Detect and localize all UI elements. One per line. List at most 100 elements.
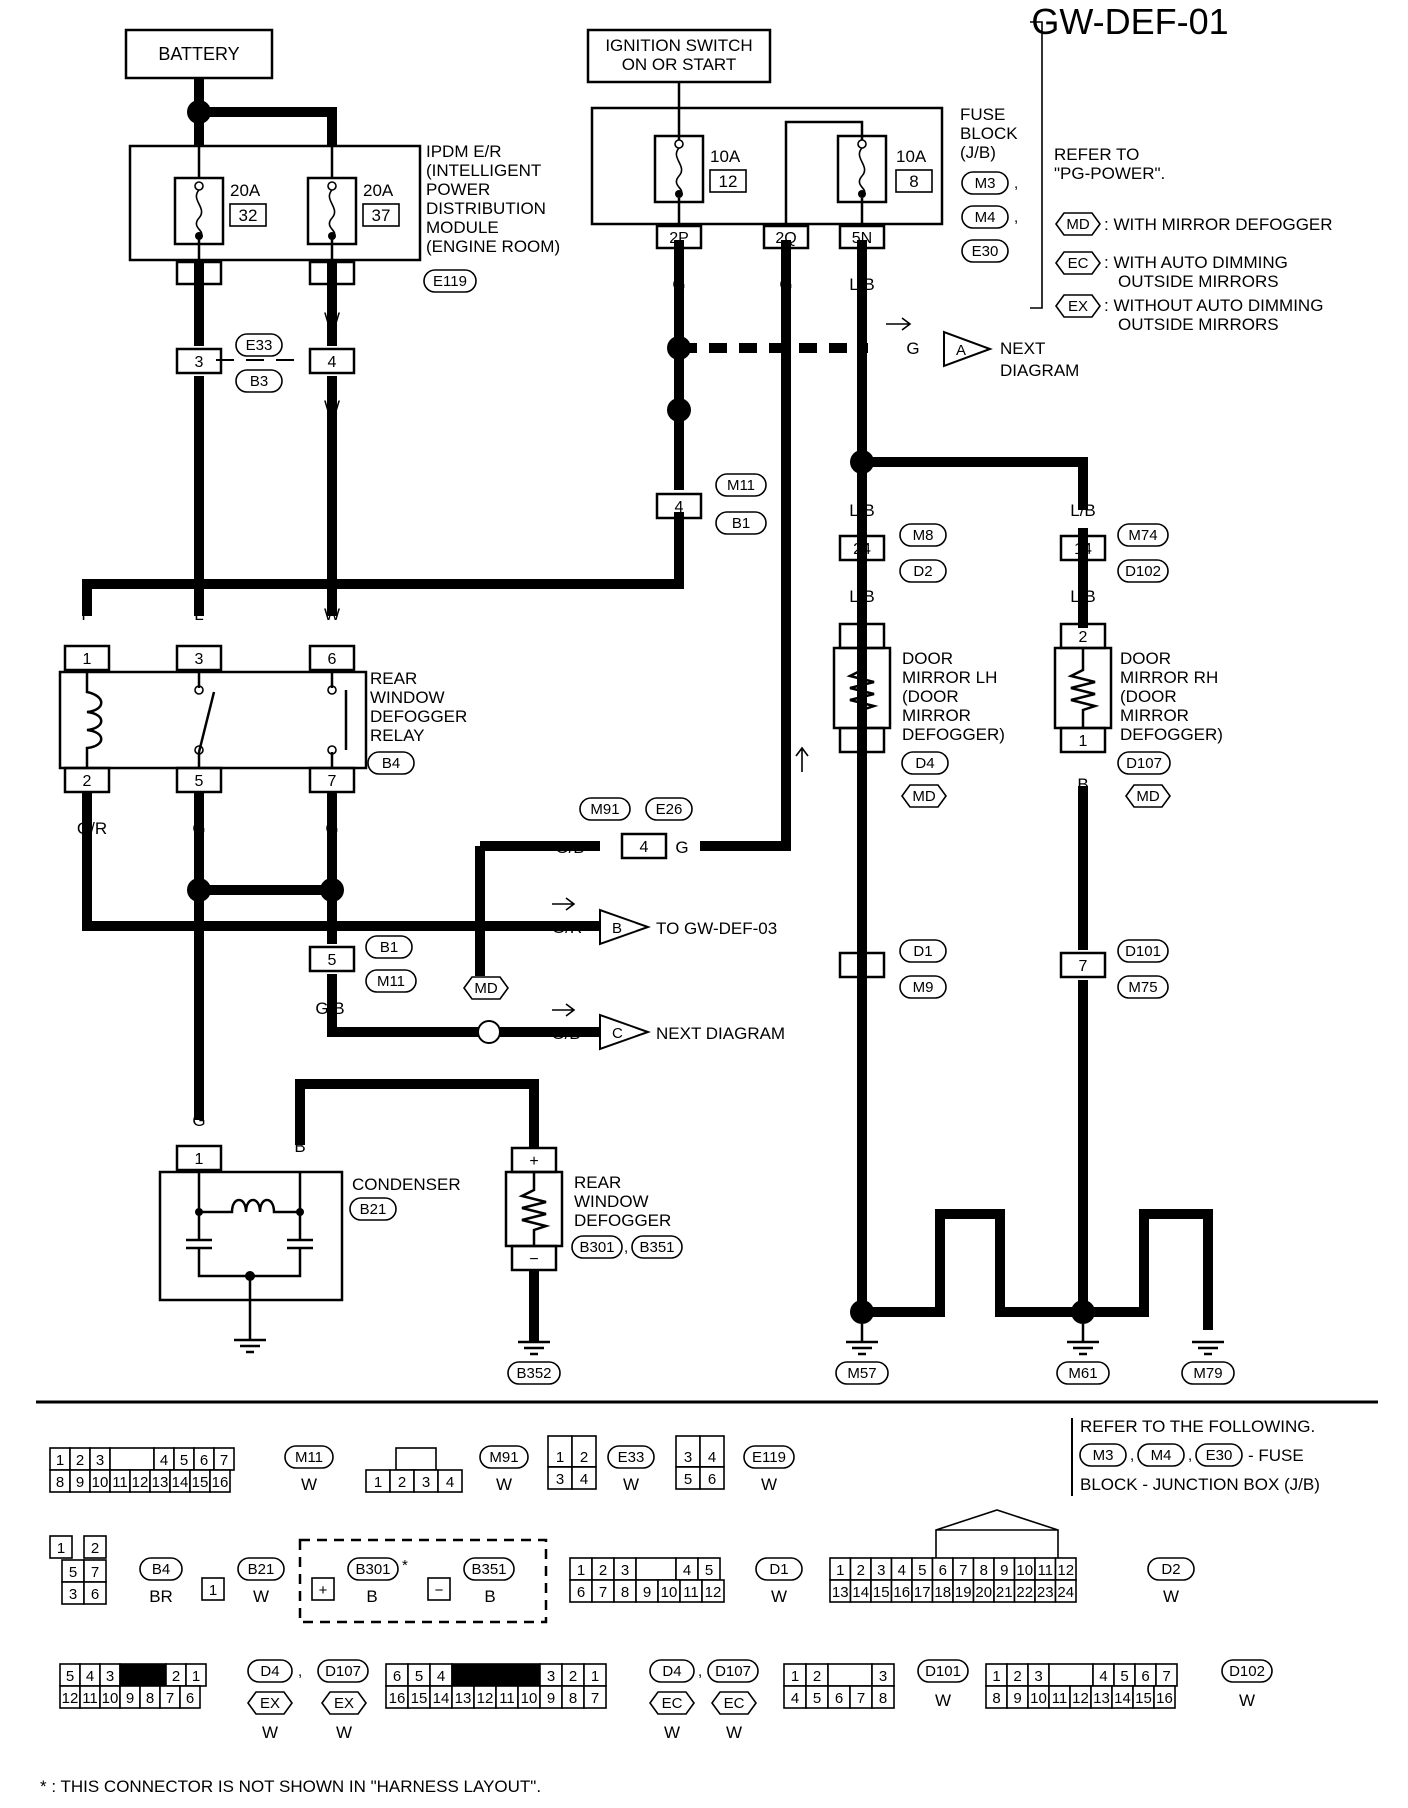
svg-text:11: 11	[499, 1690, 515, 1707]
svg-text:1: 1	[1079, 733, 1088, 750]
svg-text:6: 6	[577, 1584, 585, 1601]
svg-text:2: 2	[599, 1562, 607, 1579]
svg-text:2: 2	[83, 773, 92, 790]
svg-text:B301: B301	[579, 1239, 614, 1256]
svg-text:W: W	[301, 1475, 317, 1494]
svg-text:2: 2	[580, 1449, 588, 1466]
svg-text:D101: D101	[1125, 943, 1161, 960]
svg-text:4: 4	[160, 1452, 168, 1469]
svg-text:5: 5	[813, 1690, 821, 1707]
svg-text:MD: MD	[1066, 216, 1089, 233]
svg-text:−: −	[529, 1251, 538, 1268]
svg-text:MIRROR RH: MIRROR RH	[1120, 668, 1218, 687]
svg-text:CONDENSER: CONDENSER	[352, 1175, 461, 1194]
svg-text:M74: M74	[1128, 527, 1157, 544]
svg-text:20A: 20A	[230, 181, 261, 200]
svg-text:DOOR: DOOR	[902, 649, 953, 668]
refer-line-2: "PG-POWER".	[1054, 164, 1165, 183]
svg-text:MODULE: MODULE	[426, 218, 499, 237]
offpage-b: B TO GW-DEF-03	[552, 897, 777, 946]
battery-label: BATTERY	[158, 44, 239, 64]
svg-text:8: 8	[146, 1690, 154, 1707]
svg-text:B: B	[484, 1587, 495, 1606]
svg-text:4: 4	[791, 1690, 799, 1707]
svg-text:5: 5	[328, 952, 337, 969]
svg-text:MD: MD	[474, 980, 497, 997]
svg-text:6: 6	[195, 266, 204, 283]
svg-text:D102: D102	[1125, 563, 1161, 580]
svg-text:10A: 10A	[896, 147, 927, 166]
svg-text:2: 2	[1079, 629, 1088, 646]
svg-text:13: 13	[152, 1474, 169, 1491]
svg-text:D4: D4	[915, 755, 934, 772]
svg-text:7: 7	[599, 1584, 607, 1601]
svg-text:EC: EC	[724, 1695, 745, 1712]
svg-text:B: B	[1077, 1001, 1088, 1020]
svg-text:REAR: REAR	[370, 669, 417, 688]
svg-text:B: B	[366, 1587, 377, 1606]
svg-text:12: 12	[1057, 1562, 1074, 1579]
svg-text:B: B	[856, 1255, 867, 1274]
svg-text:2Q: 2Q	[775, 230, 796, 247]
svg-text:1: 1	[209, 1582, 217, 1599]
svg-text:7: 7	[1079, 958, 1088, 975]
svg-text:B: B	[294, 1137, 305, 1156]
svg-text:MIRROR: MIRROR	[1120, 706, 1189, 725]
svg-text:W: W	[324, 605, 340, 624]
svg-text:M11: M11	[727, 477, 755, 494]
svg-text:18: 18	[934, 1584, 951, 1601]
svg-text:M4: M4	[1151, 1447, 1172, 1464]
svg-text:3: 3	[1034, 1668, 1042, 1685]
svg-text:16: 16	[212, 1474, 229, 1491]
svg-text:P: P	[673, 453, 684, 472]
fuse-37: 20A 37	[306, 176, 400, 246]
svg-text:12: 12	[705, 1584, 722, 1601]
svg-text:2: 2	[858, 629, 867, 646]
svg-text:6: 6	[835, 1690, 843, 1707]
svg-text:A: A	[956, 342, 966, 359]
svg-text:2P: 2P	[669, 230, 689, 247]
svg-text:E119: E119	[752, 1449, 786, 1466]
svg-text:13: 13	[832, 1584, 849, 1601]
svg-text:M79: M79	[1193, 1365, 1222, 1382]
diagram-title: GW-DEF-01	[1031, 1, 1228, 42]
svg-text:B3: B3	[250, 373, 268, 390]
svg-text:5: 5	[328, 266, 337, 283]
svg-text:W: W	[664, 1723, 680, 1742]
offpage-a: A NEXT DIAGRAM	[886, 317, 1079, 380]
svg-text:9: 9	[76, 1474, 84, 1491]
svg-text:1: 1	[791, 1668, 799, 1685]
svg-text:DOOR: DOOR	[1120, 649, 1171, 668]
svg-text:11: 11	[1052, 1690, 1068, 1707]
svg-text:7: 7	[857, 1690, 865, 1707]
svg-text:4: 4	[708, 1449, 716, 1466]
fuse-block-label: FUSE BLOCK (J/B)	[960, 105, 1018, 162]
svg-text:11: 11	[112, 1474, 128, 1491]
svg-text:8: 8	[992, 1690, 1000, 1707]
svg-text:B: B	[856, 775, 867, 794]
svg-text:B: B	[1077, 775, 1088, 794]
svg-text:POWER: POWER	[426, 180, 490, 199]
rear-window-defogger: + − REAR WINDOW DEFOGGER B301 , B351	[504, 1146, 683, 1272]
svg-text:6: 6	[393, 1668, 401, 1685]
svg-text:5N: 5N	[852, 230, 872, 247]
svg-text:W: W	[761, 1475, 777, 1494]
svg-text:2: 2	[813, 1668, 821, 1685]
svg-text:D107: D107	[1126, 755, 1162, 772]
svg-text:3: 3	[547, 1668, 555, 1685]
svg-text:G/B: G/B	[551, 1024, 580, 1043]
svg-text:12: 12	[1072, 1690, 1089, 1707]
svg-text:4: 4	[640, 839, 649, 856]
svg-text:B4: B4	[152, 1561, 170, 1578]
footnote: * : THIS CONNECTOR IS NOT SHOWN IN "HARN…	[40, 1777, 541, 1796]
svg-text:−: −	[435, 1582, 444, 1599]
svg-text:16: 16	[893, 1584, 910, 1601]
svg-text:B351: B351	[639, 1239, 674, 1256]
ipdm-box	[128, 144, 422, 262]
svg-text:11: 11	[82, 1690, 98, 1707]
svg-text:L: L	[194, 605, 203, 624]
svg-text:W: W	[623, 1475, 639, 1494]
svg-text:15: 15	[411, 1690, 428, 1707]
svg-text:B1: B1	[732, 515, 750, 532]
